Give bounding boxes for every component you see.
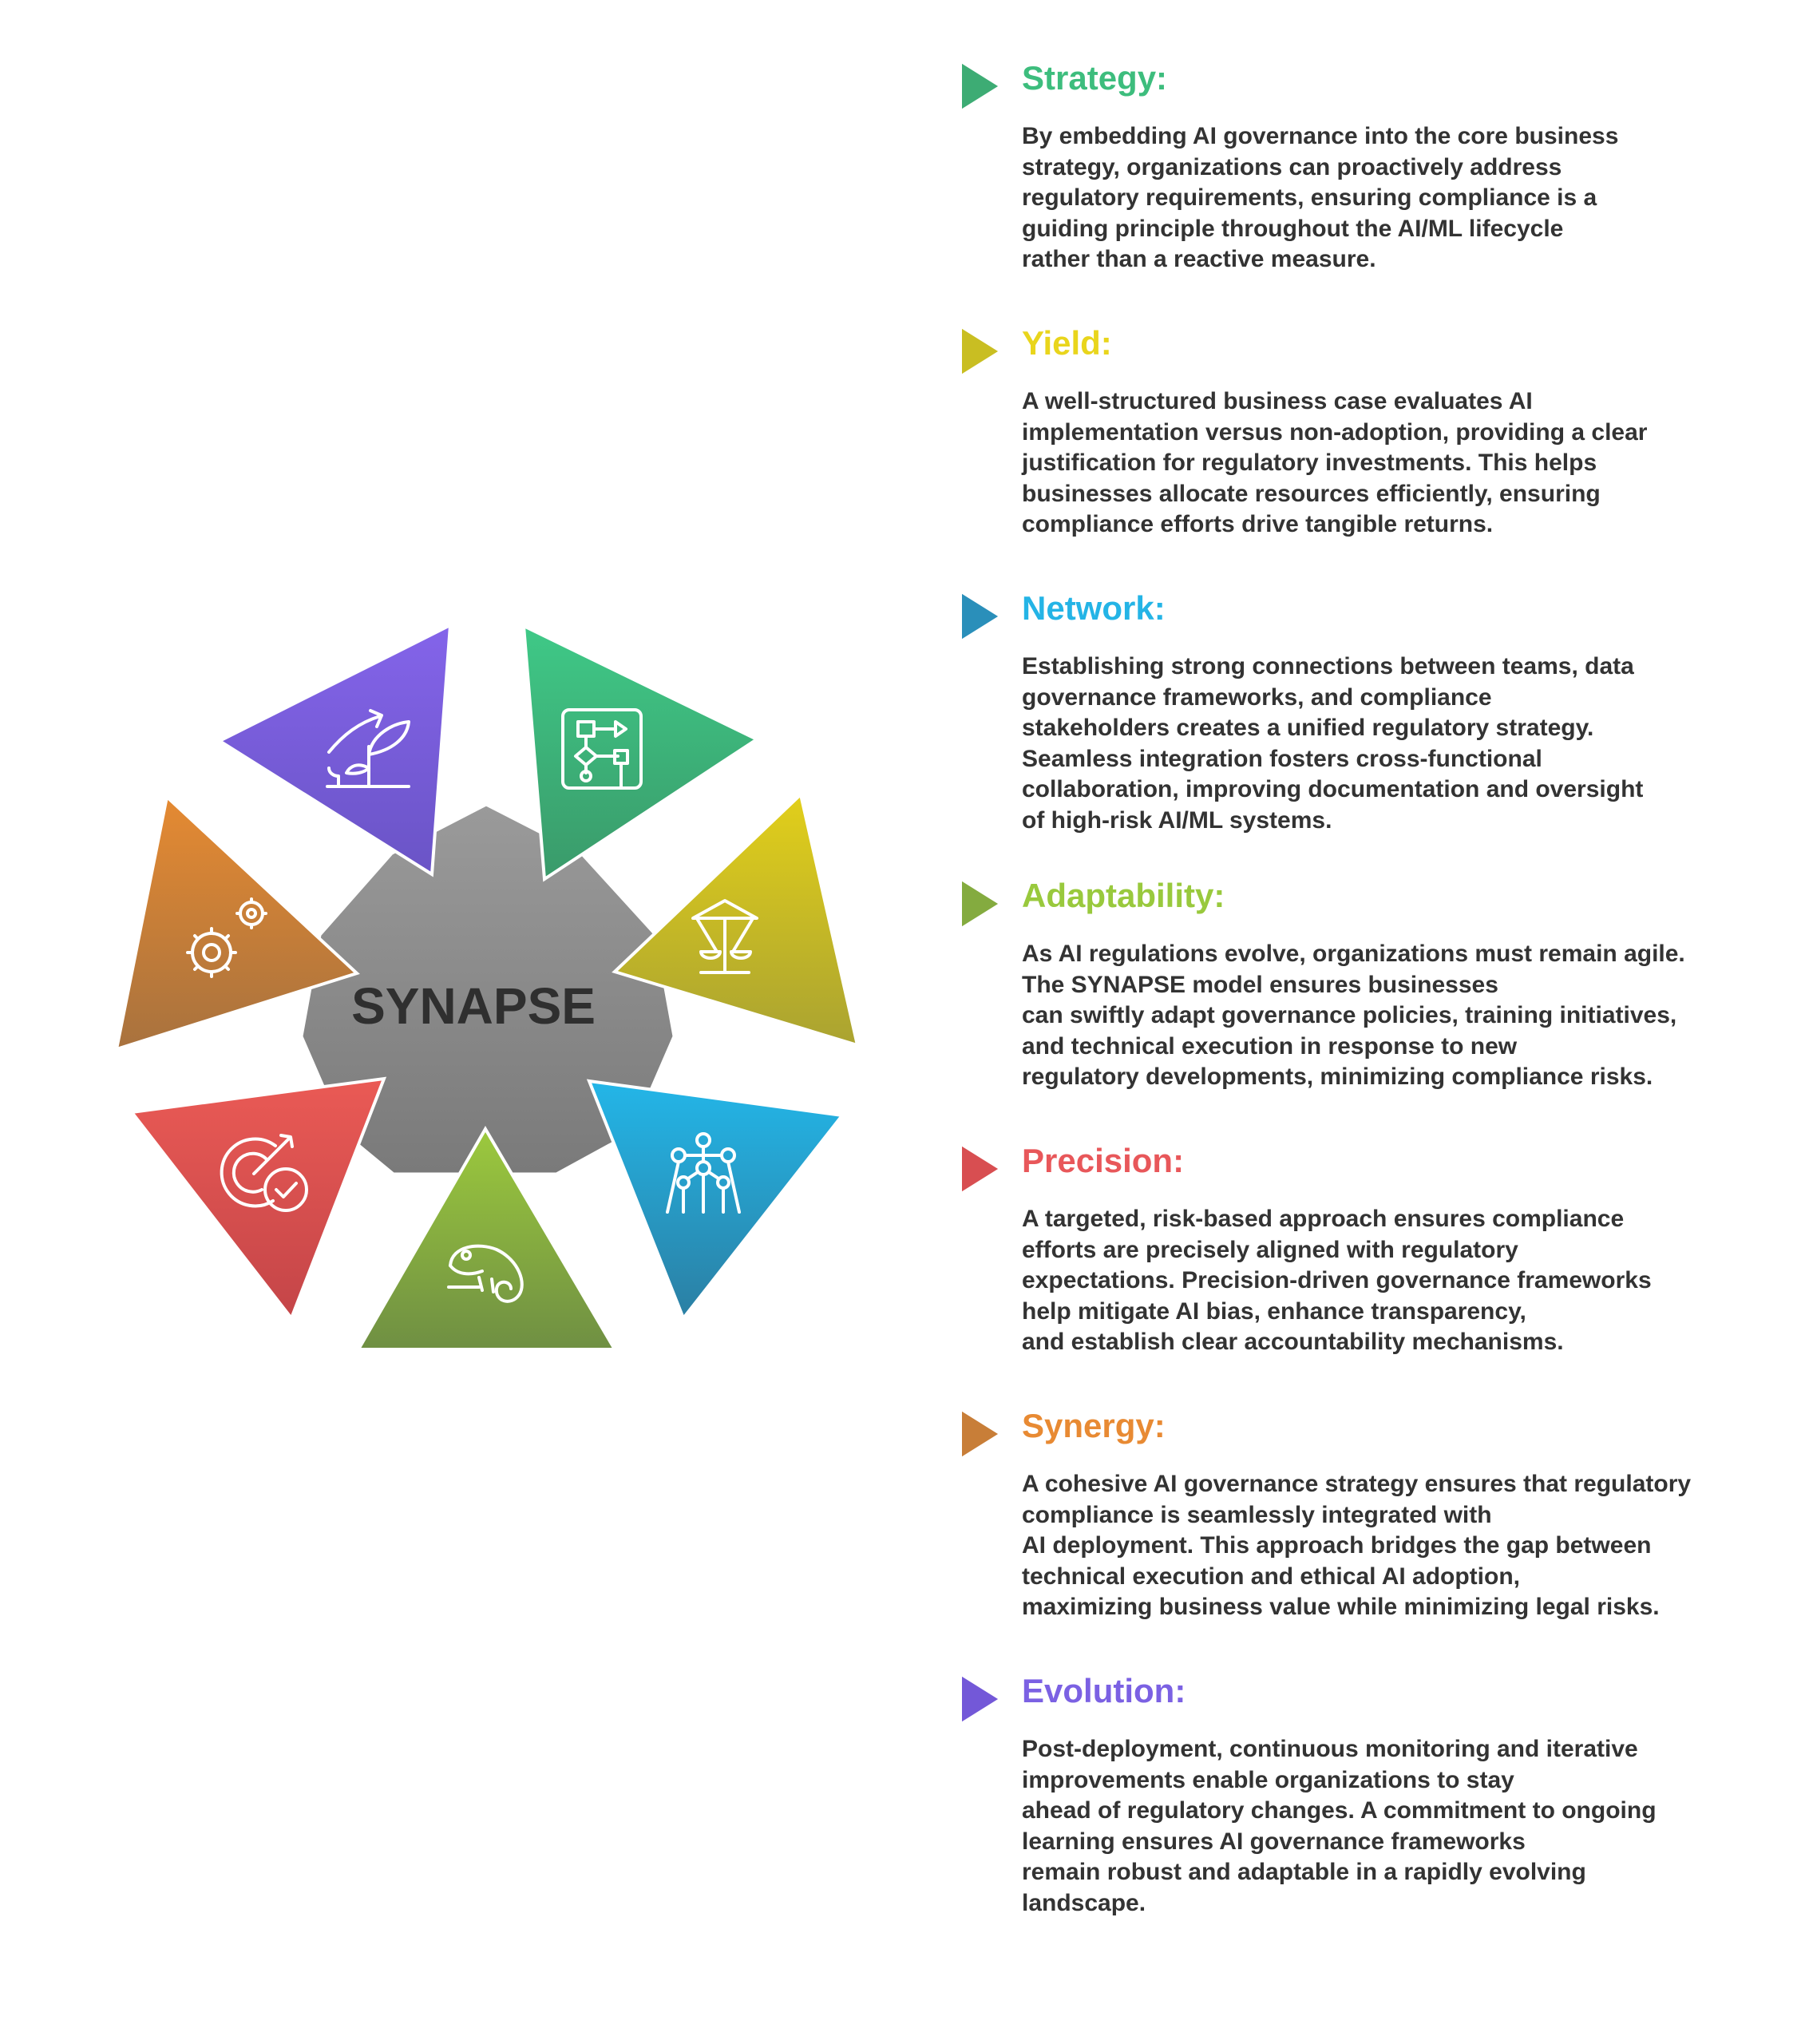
triangle-marker-icon	[960, 1408, 1001, 1460]
item-description: Post-deployment, continuous monitoring a…	[1022, 1736, 1657, 1916]
item-heading: Synergy:	[1022, 1407, 1166, 1444]
triangle-marker-icon	[960, 326, 1001, 377]
triangle-marker-icon	[960, 61, 1001, 112]
item-heading: Strategy:	[1022, 59, 1168, 97]
center-label: SYNAPSE	[351, 977, 596, 1035]
network-segment	[586, 1079, 845, 1321]
chameleon-icon	[447, 1244, 524, 1303]
triangle-marker-icon	[960, 1143, 1001, 1194]
item-description: As AI regulations evolve, organizations …	[1022, 941, 1685, 1090]
flowchart-icon	[561, 708, 643, 790]
item-heading: Network:	[1022, 589, 1166, 627]
adaptability-segment	[355, 1126, 618, 1351]
item-heading: Yield:	[1022, 324, 1112, 362]
item-description: Establishing strong connections between …	[1022, 653, 1644, 834]
item-description: A cohesive AI governance strategy ensure…	[1022, 1471, 1692, 1620]
network-structure-icon	[666, 1132, 741, 1214]
item-description: A well-structured business case evaluate…	[1022, 388, 1648, 537]
triangle-marker-icon	[960, 591, 1001, 642]
balance-icon	[691, 899, 758, 974]
triangle-marker-icon	[960, 1674, 1001, 1725]
item-heading: Adaptability:	[1022, 877, 1225, 914]
growth-plant-icon	[326, 709, 410, 788]
item-heading: Precision:	[1022, 1142, 1185, 1179]
evolution-segment	[216, 622, 453, 877]
item-description: By embedding AI governance into the core…	[1022, 123, 1619, 272]
precision-segment	[129, 1076, 387, 1322]
item-heading: Evolution:	[1022, 1672, 1186, 1709]
gears-icon	[186, 897, 267, 978]
item-description: A targeted, risk-based approach ensures …	[1022, 1206, 1652, 1355]
triangle-marker-icon	[960, 878, 1001, 929]
synergy-segment	[114, 794, 360, 1052]
synapse-diagram: SYNAPSE	[114, 622, 857, 1351]
target-check-icon	[220, 1134, 308, 1212]
